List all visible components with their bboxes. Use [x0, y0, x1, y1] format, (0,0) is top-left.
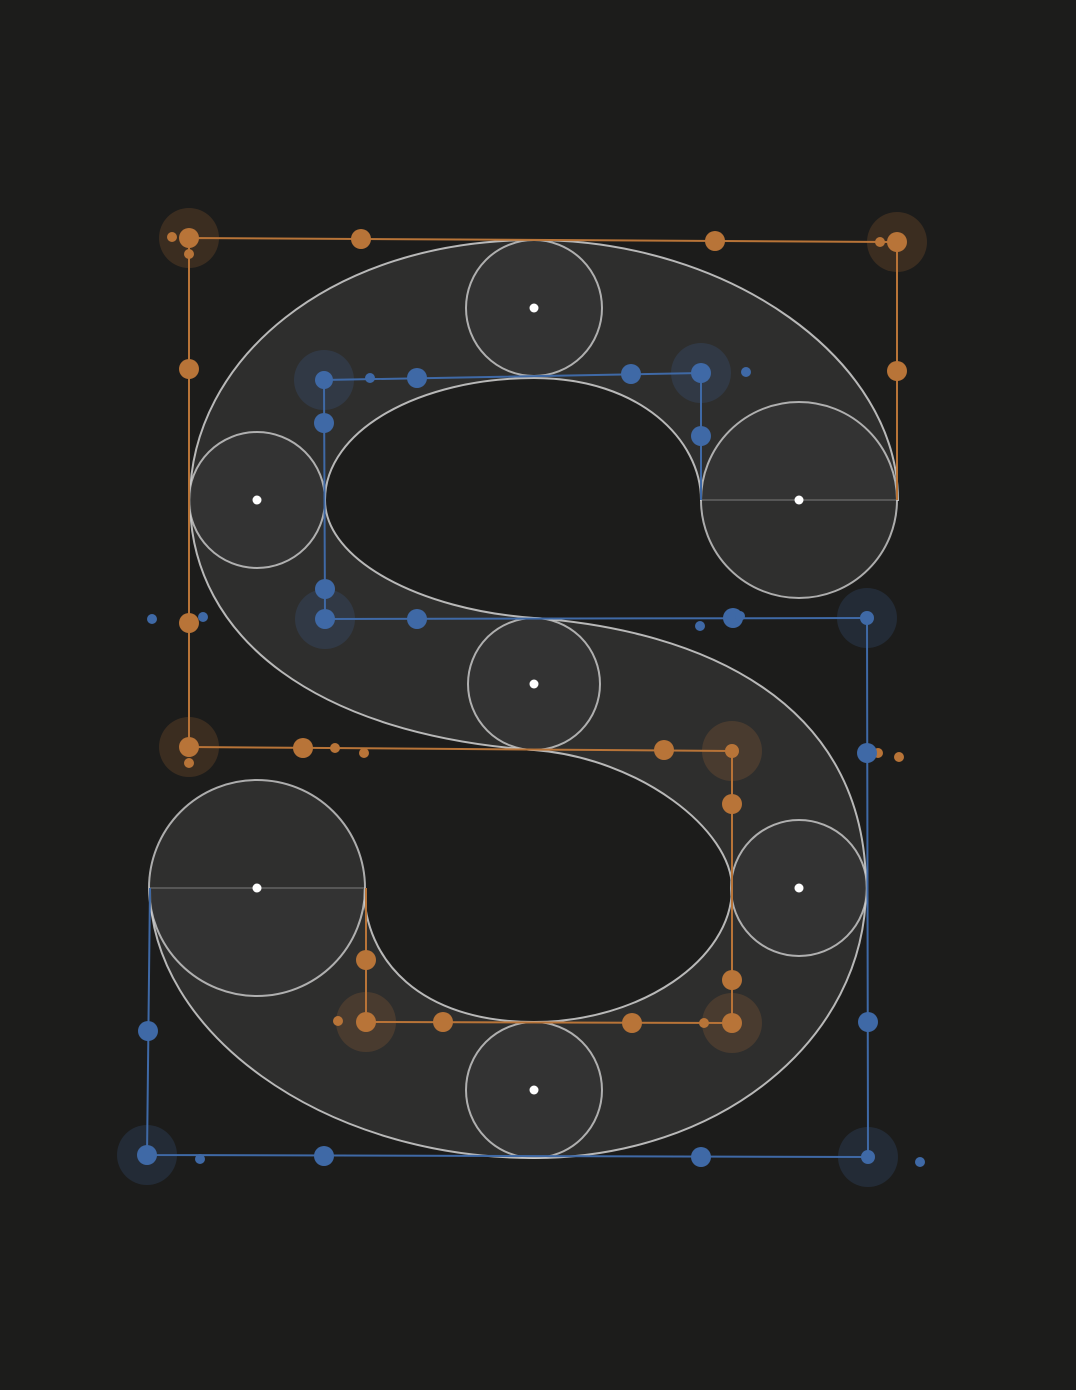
- circle-node-icon[interactable]: [654, 740, 674, 760]
- circle-node-icon[interactable]: [858, 1012, 878, 1032]
- circle-node-icon[interactable]: [315, 371, 333, 389]
- dot-icon: [198, 612, 208, 622]
- circle-node-icon[interactable]: [887, 361, 907, 381]
- dot-icon: [252, 495, 262, 505]
- dot-icon: [699, 1018, 709, 1028]
- dot-icon: [741, 367, 751, 377]
- dot-icon: [330, 743, 340, 753]
- circle-node-icon[interactable]: [433, 1012, 453, 1032]
- circle-node-icon[interactable]: [691, 426, 711, 446]
- dot-icon: [365, 373, 375, 383]
- dot-icon: [735, 611, 745, 621]
- dot-icon: [147, 614, 157, 624]
- blue-nodes: [117, 343, 925, 1187]
- dot-icon: [184, 249, 194, 259]
- circle-node-icon[interactable]: [705, 231, 725, 251]
- circle-node-icon[interactable]: [351, 229, 371, 249]
- circle-node-icon[interactable]: [315, 609, 335, 629]
- pen-circle-centers: [252, 303, 804, 1095]
- circle-node-icon[interactable]: [722, 794, 742, 814]
- dot-icon: [794, 495, 804, 505]
- dot-icon: [252, 883, 262, 893]
- dot-icon: [529, 303, 539, 313]
- circle-node-icon[interactable]: [314, 1146, 334, 1166]
- dot-icon: [529, 679, 539, 689]
- circle-node-icon[interactable]: [179, 228, 199, 248]
- circle-node-icon[interactable]: [621, 364, 641, 384]
- circle-node-icon[interactable]: [861, 1150, 875, 1164]
- circle-node-icon[interactable]: [725, 744, 739, 758]
- circle-node-icon[interactable]: [179, 737, 199, 757]
- dot-icon: [695, 621, 705, 631]
- circle-node-icon[interactable]: [691, 1147, 711, 1167]
- dot-icon: [915, 1157, 925, 1167]
- dot-icon: [333, 1016, 343, 1026]
- circle-node-icon[interactable]: [356, 950, 376, 970]
- circle-node-icon[interactable]: [293, 738, 313, 758]
- circle-node-icon[interactable]: [179, 613, 199, 633]
- dot-icon: [875, 237, 885, 247]
- dot-icon: [529, 1085, 539, 1095]
- circle-node-icon[interactable]: [137, 1145, 157, 1165]
- dot-icon: [794, 883, 804, 893]
- dot-icon: [359, 748, 369, 758]
- dot-icon: [894, 752, 904, 762]
- circle-node-icon[interactable]: [860, 611, 874, 625]
- circle-node-icon[interactable]: [722, 1013, 742, 1033]
- circle-node-icon[interactable]: [722, 970, 742, 990]
- circle-node-icon[interactable]: [407, 368, 427, 388]
- circle-node-icon[interactable]: [622, 1013, 642, 1033]
- circle-node-icon[interactable]: [691, 363, 711, 383]
- dot-icon: [195, 1154, 205, 1164]
- circle-node-icon[interactable]: [315, 579, 335, 599]
- circle-node-icon[interactable]: [857, 743, 877, 763]
- orange-nodes: [159, 208, 927, 1053]
- circle-node-icon[interactable]: [179, 359, 199, 379]
- dot-icon: [167, 232, 177, 242]
- dot-icon: [184, 758, 194, 768]
- circle-node-icon[interactable]: [356, 1012, 376, 1032]
- circle-node-icon[interactable]: [314, 413, 334, 433]
- circle-node-icon[interactable]: [407, 609, 427, 629]
- circle-node-icon[interactable]: [887, 232, 907, 252]
- circle-node-icon[interactable]: [138, 1021, 158, 1041]
